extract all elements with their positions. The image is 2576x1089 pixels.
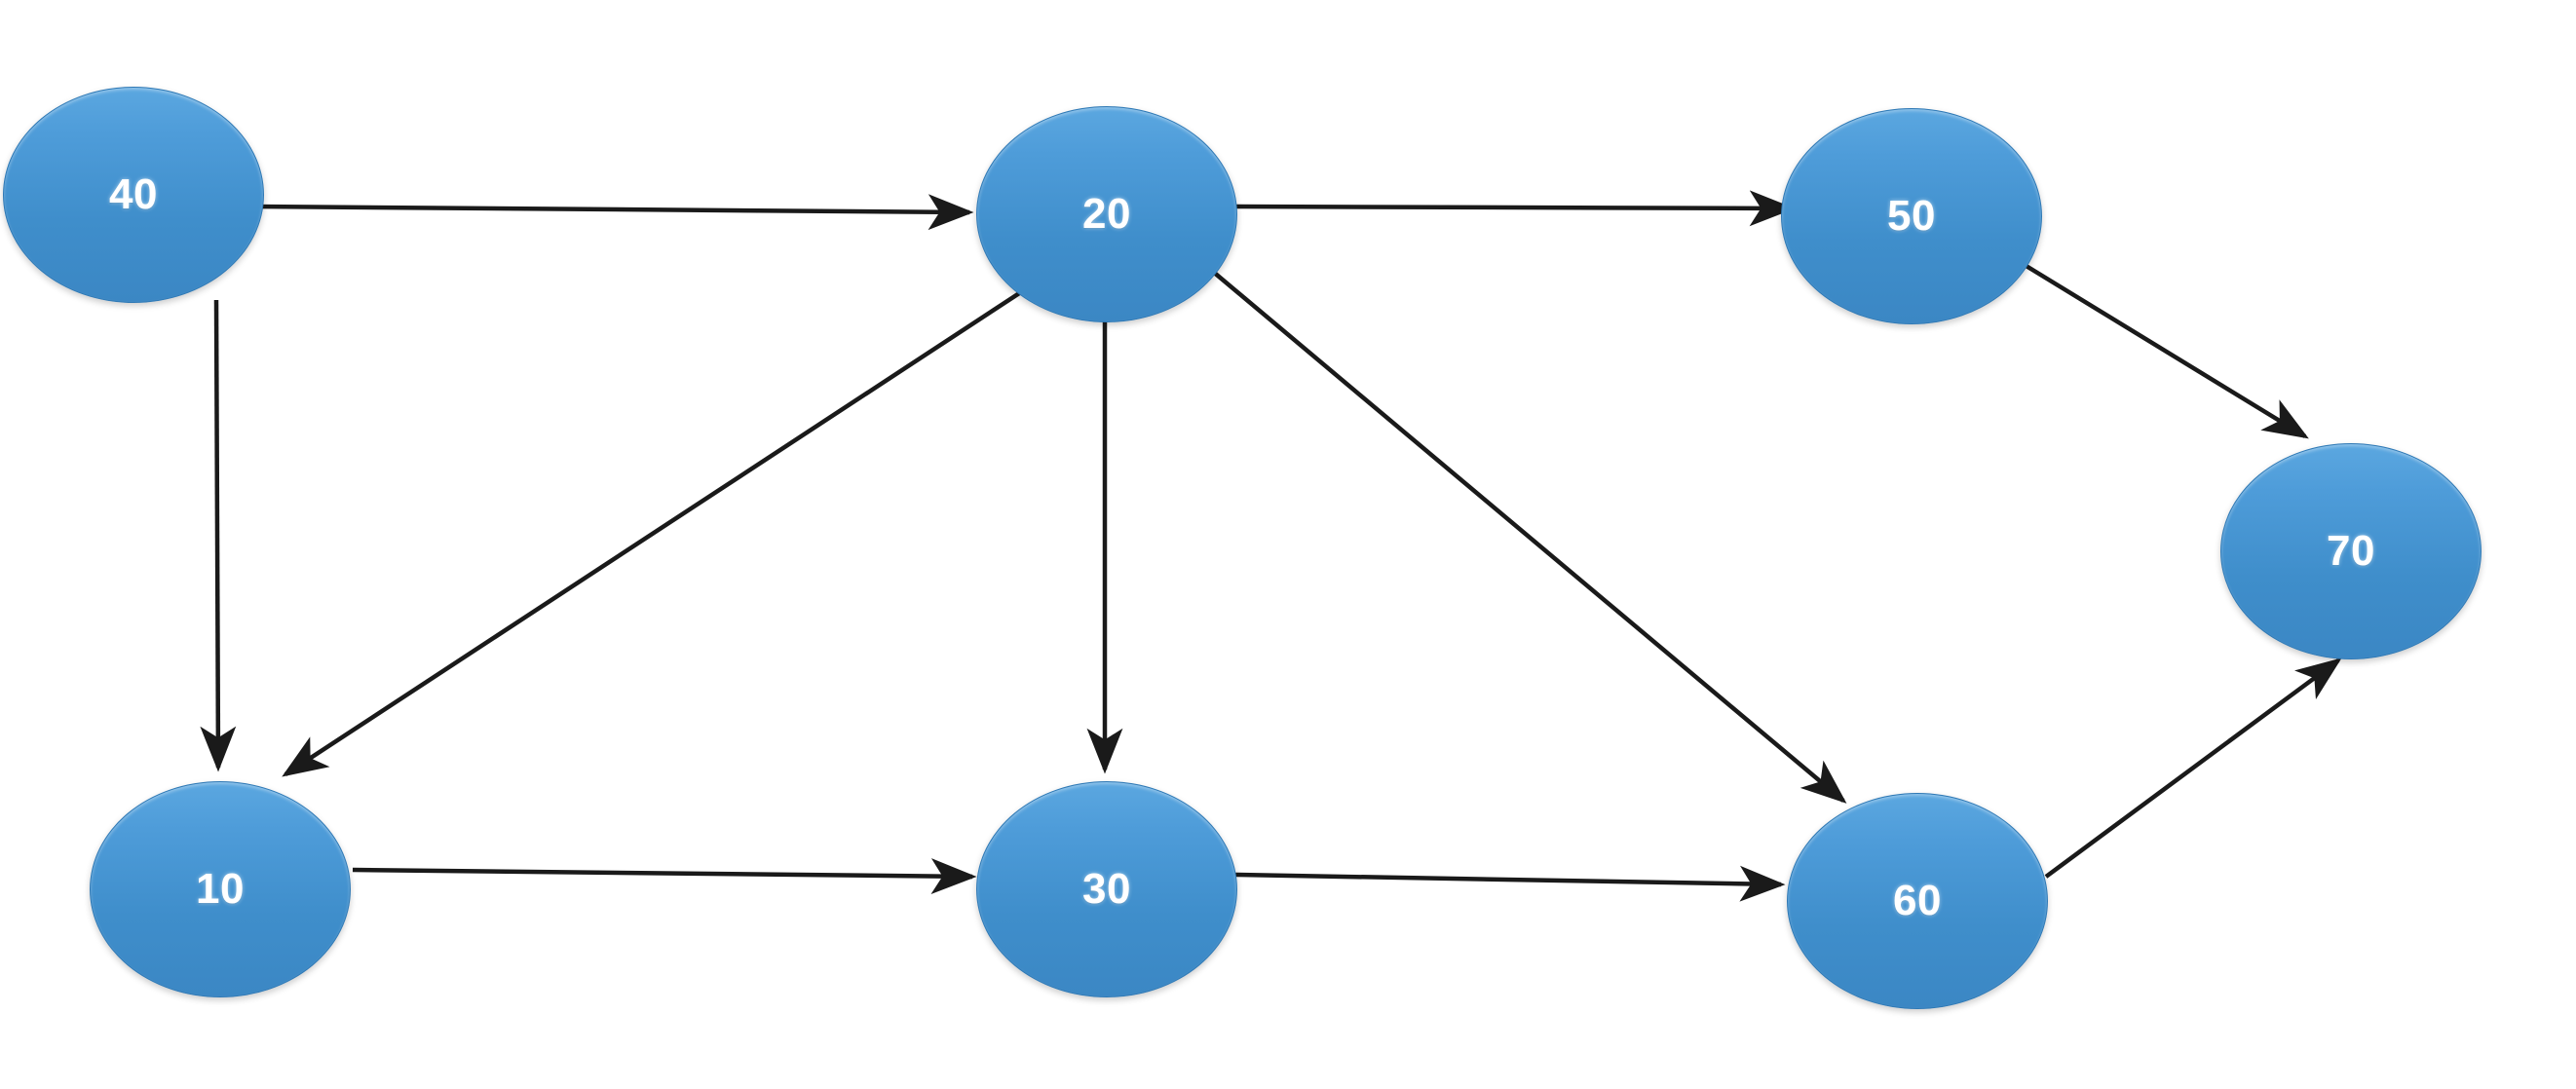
edge-40-to-20 bbox=[254, 194, 974, 231]
graph-node-70[interactable]: 70 bbox=[2220, 443, 2481, 659]
graph-node-label-70: 70 bbox=[2327, 527, 2375, 575]
edges-group bbox=[200, 190, 2342, 902]
graph-node-label-60: 60 bbox=[1893, 877, 1942, 924]
graph-node-40[interactable]: 40 bbox=[3, 87, 264, 303]
edge-10-to-30 bbox=[352, 858, 977, 894]
graph-node-label-30: 30 bbox=[1082, 865, 1131, 913]
graph-node-60[interactable]: 60 bbox=[1787, 793, 2048, 1009]
edge-50-to-70 bbox=[2023, 263, 2309, 439]
graph-node-10[interactable]: 10 bbox=[90, 781, 351, 997]
graph-node-label-50: 50 bbox=[1887, 192, 1936, 240]
edge-60-to-70 bbox=[2044, 657, 2342, 879]
graph-node-50[interactable]: 50 bbox=[1781, 108, 2042, 324]
edge-20-to-60 bbox=[1210, 269, 1847, 804]
graph-node-label-40: 40 bbox=[109, 170, 158, 218]
graph-node-30[interactable]: 30 bbox=[976, 781, 1237, 997]
edge-30-to-60 bbox=[1234, 865, 1786, 902]
edge-20-to-10 bbox=[282, 282, 1035, 777]
edge-40-to-10 bbox=[200, 299, 237, 772]
graph-node-label-20: 20 bbox=[1082, 190, 1131, 238]
graph-node-label-10: 10 bbox=[196, 865, 245, 913]
edge-20-to-50 bbox=[1234, 190, 1796, 227]
graph-node-20[interactable]: 20 bbox=[976, 106, 1237, 322]
